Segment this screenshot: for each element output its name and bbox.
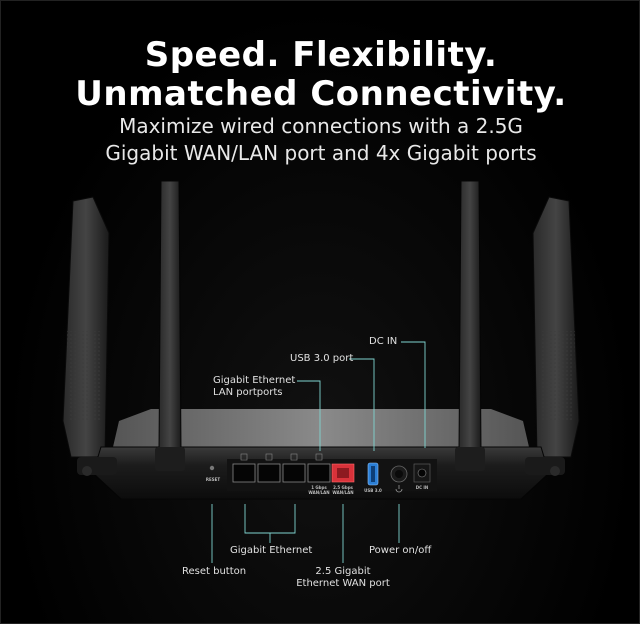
subheadline-line-2: Gigabit WAN/LAN port and 4x Gigabit port… (105, 141, 537, 165)
port-panel (209, 453, 437, 493)
usb-port-label: USB 3.0 (364, 488, 382, 493)
callout-lan-ports-line-2: LAN portports (213, 387, 283, 398)
callout-wan-port-line-1: 2.5 Gigabit (315, 566, 371, 577)
lan-ports (232, 453, 331, 483)
headline-line-1: Speed. Flexibility. (144, 35, 498, 75)
reset-port-label: RESET (205, 477, 221, 482)
headline-line-2: Unmatched Connectivity. (75, 74, 567, 114)
port-25g-label-line-2: WAN/LAN (332, 490, 354, 495)
antenna-left-inner (155, 180, 185, 471)
reset-pinhole (209, 465, 215, 471)
dc-in-port-label: DC IN (415, 485, 429, 490)
port-25g-label: 2.5 Gbps WAN/LAN (330, 485, 356, 495)
callout-reset: Reset button (182, 566, 247, 577)
callout-wan-port-line-2: Ethernet WAN port (296, 578, 390, 589)
callout-usb-port: USB 3.0 port (290, 353, 354, 364)
port-1g-label-line-1: 1 Gbps (311, 485, 327, 490)
callout-lan-ports: Gigabit Ethernet LAN portports (213, 375, 295, 399)
callout-wan-port: 2.5 Gigabit Ethernet WAN port (293, 566, 393, 590)
port-1g-label: 1 Gbps WAN/LAN (306, 485, 332, 495)
callout-power: Power on/off (369, 545, 432, 556)
callout-dc-in: DC IN (369, 336, 398, 347)
callout-lan-ports-line-1: Gigabit Ethernet (213, 375, 296, 386)
port-25g-label-line-1: 2.5 Gbps (333, 485, 353, 490)
subheadline-line-1: Maximize wired connections with a 2.5G (119, 114, 523, 138)
port-1g-label-line-2: WAN/LAN (308, 490, 330, 495)
callout-gigabit-ethernet: Gigabit Ethernet (230, 545, 313, 556)
antenna-right-outer (532, 196, 580, 458)
callout-lines (211, 341, 426, 563)
antenna-left-outer (62, 196, 110, 458)
antenna-right-inner (455, 180, 485, 471)
